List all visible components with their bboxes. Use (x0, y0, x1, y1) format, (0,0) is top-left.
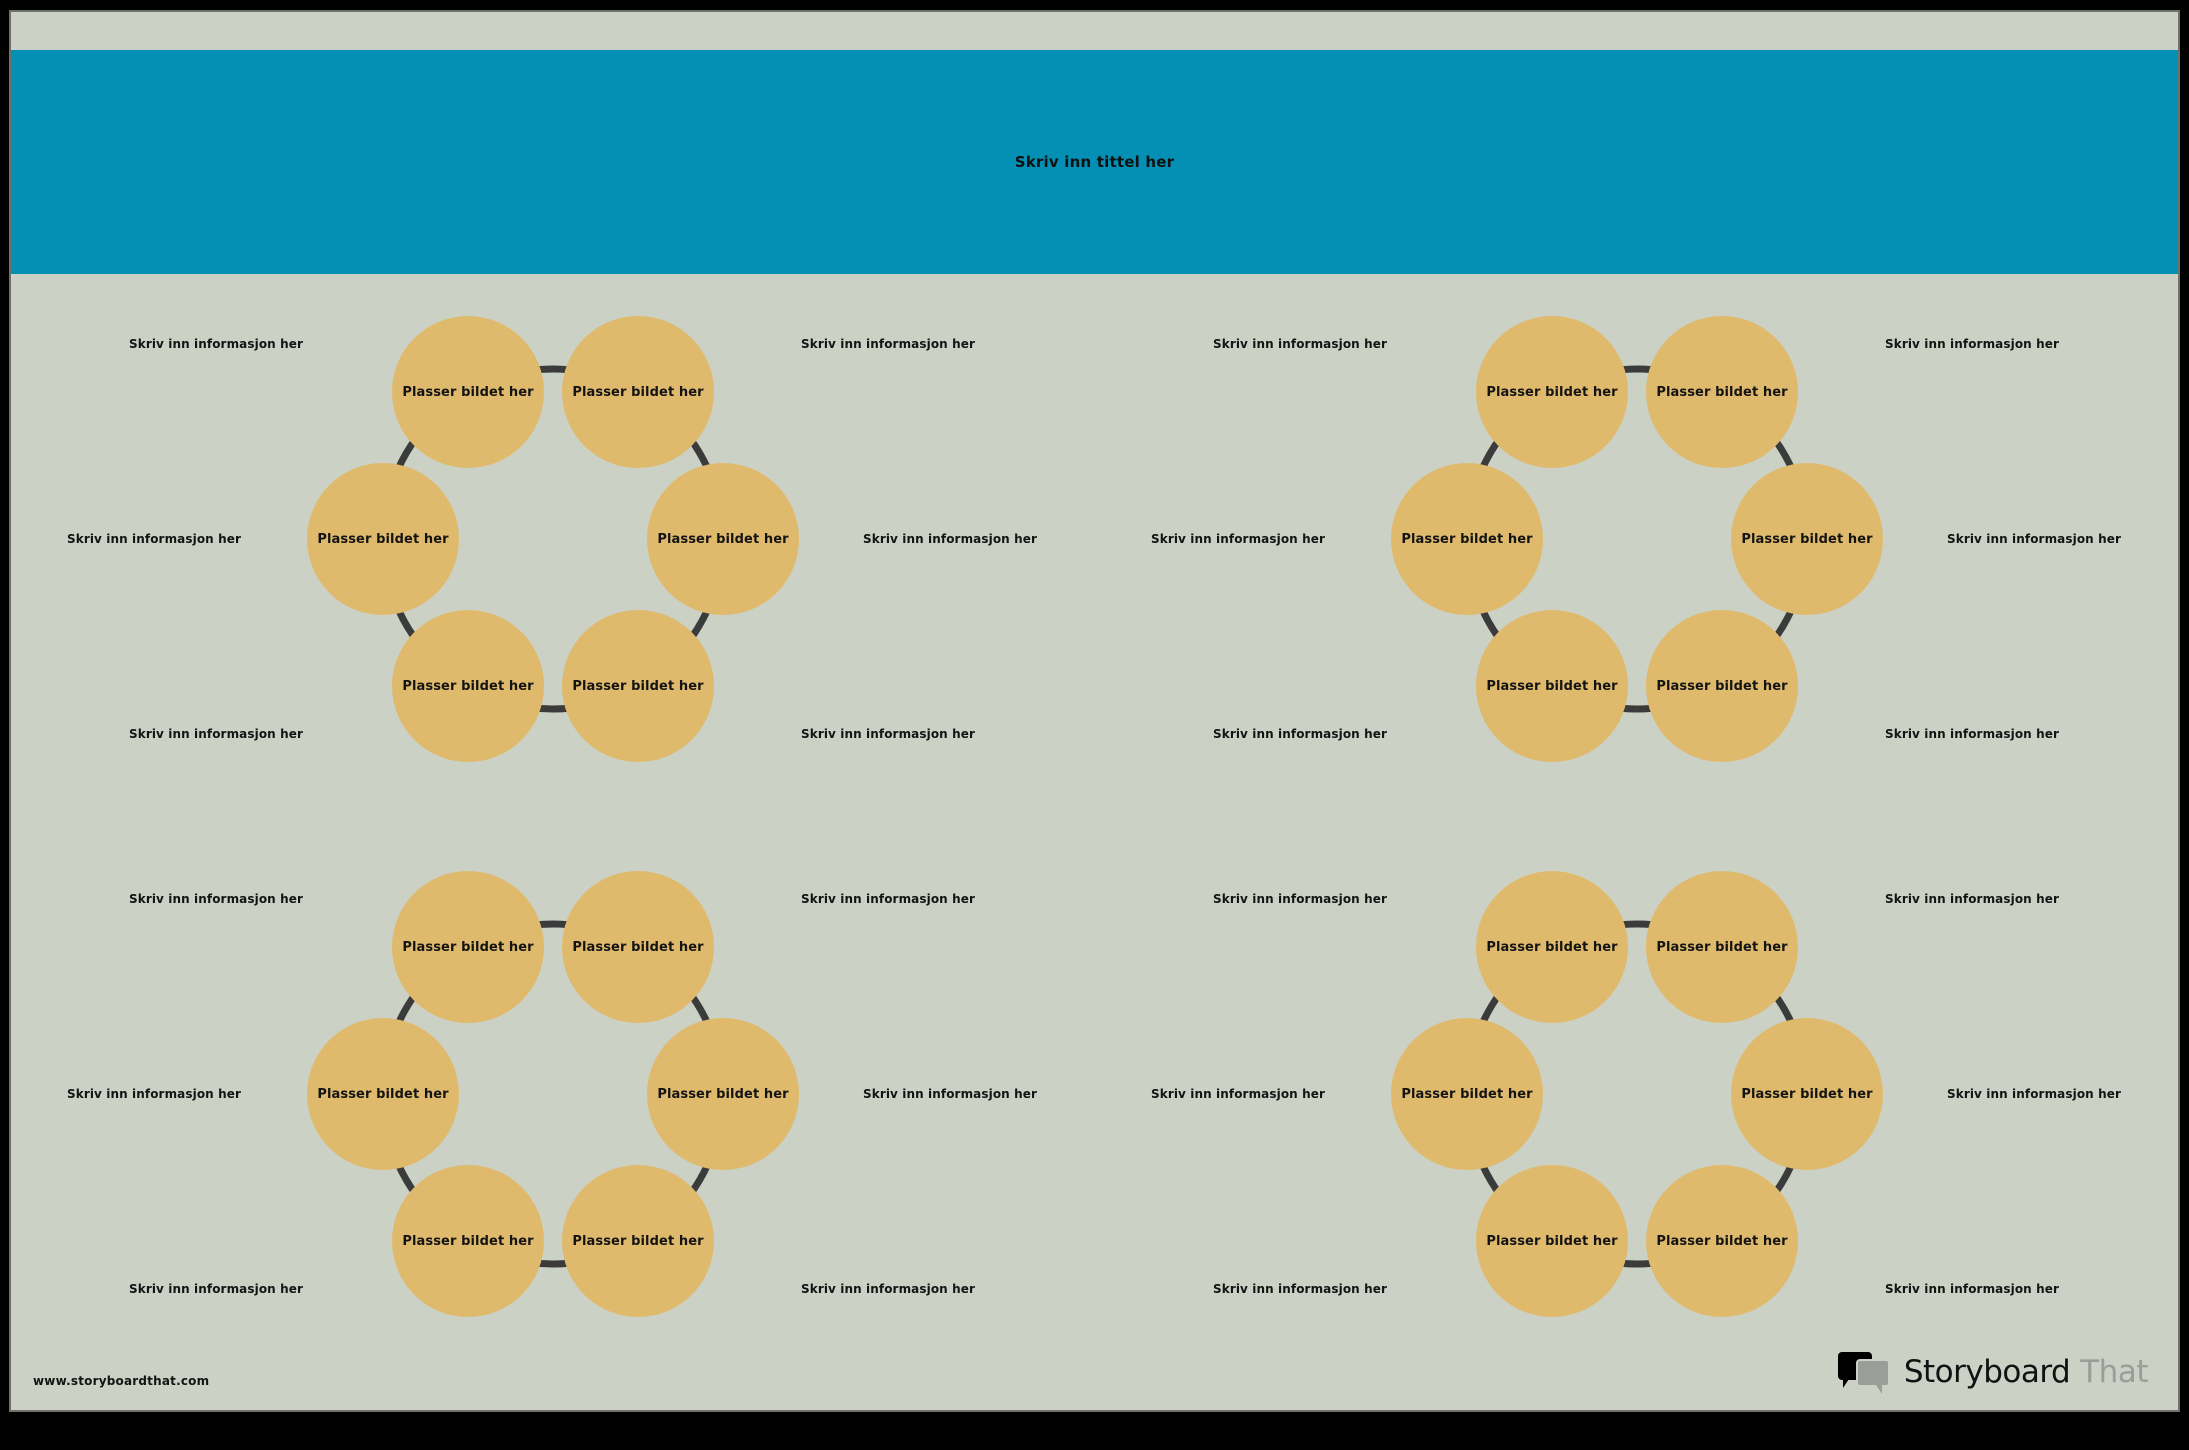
info-caption-left-2[interactable]: Skriv inn informasjon her (1151, 532, 1325, 546)
cycle-diagram-2: Skriv inn informasjon her Skriv inn info… (1095, 274, 2178, 804)
info-caption-right-2[interactable]: Skriv inn informasjon her (1947, 532, 2121, 546)
cycle-node[interactable]: Plasser bildet her (562, 316, 714, 468)
cycle-diagram-3: Skriv inn informasjon her Skriv inn info… (11, 829, 1095, 1359)
cycle-node[interactable]: Plasser bildet her (1391, 1018, 1543, 1170)
cycle-node-label: Plasser bildet her (657, 1086, 789, 1102)
cycle-stage: Plasser bildet her Plasser bildet her Pl… (1391, 316, 1883, 762)
cycle-node-label: Plasser bildet her (402, 939, 534, 955)
cycle-node[interactable]: Plasser bildet her (647, 1018, 799, 1170)
cycle-node-label: Plasser bildet her (402, 678, 534, 694)
info-caption-right-2[interactable]: Skriv inn informasjon her (1947, 1087, 2121, 1101)
info-caption-right-2[interactable]: Skriv inn informasjon her (863, 532, 1037, 546)
cycle-node-label: Plasser bildet her (1656, 678, 1788, 694)
cycle-node[interactable]: Plasser bildet her (1646, 1165, 1798, 1317)
poster-canvas: Skriv inn tittel her Skriv inn informasj… (9, 10, 2180, 1412)
cycle-node[interactable]: Plasser bildet her (392, 316, 544, 468)
cycle-node-label: Plasser bildet her (657, 531, 789, 547)
cycle-node-label: Plasser bildet her (1401, 1086, 1533, 1102)
info-caption-left-1[interactable]: Skriv inn informasjon her (129, 892, 303, 906)
info-caption-left-2[interactable]: Skriv inn informasjon her (1151, 1087, 1325, 1101)
cycle-node-label: Plasser bildet her (1486, 384, 1618, 400)
cycle-node-label: Plasser bildet her (1486, 1233, 1618, 1249)
cycle-node[interactable]: Plasser bildet her (1476, 316, 1628, 468)
cycle-node-label: Plasser bildet her (1741, 1086, 1873, 1102)
cycle-node-label: Plasser bildet her (572, 384, 704, 400)
info-caption-left-3[interactable]: Skriv inn informasjon her (1213, 1282, 1387, 1296)
cycle-node-label: Plasser bildet her (1656, 384, 1788, 400)
cycle-node[interactable]: Plasser bildet her (1731, 463, 1883, 615)
cycle-node-label: Plasser bildet her (317, 1086, 449, 1102)
cycle-node[interactable]: Plasser bildet her (562, 1165, 714, 1317)
cycle-node[interactable]: Plasser bildet her (562, 871, 714, 1023)
cycle-node[interactable]: Plasser bildet her (307, 1018, 459, 1170)
cycle-diagram-1: Skriv inn informasjon her Skriv inn info… (11, 274, 1095, 804)
cycle-node[interactable]: Plasser bildet her (307, 463, 459, 615)
info-caption-right-2[interactable]: Skriv inn informasjon her (863, 1087, 1037, 1101)
info-caption-left-2[interactable]: Skriv inn informasjon her (67, 1087, 241, 1101)
info-caption-right-1[interactable]: Skriv inn informasjon her (801, 337, 975, 351)
cycle-node-label: Plasser bildet her (317, 531, 449, 547)
info-caption-left-1[interactable]: Skriv inn informasjon her (1213, 892, 1387, 906)
info-caption-right-3[interactable]: Skriv inn informasjon her (801, 1282, 975, 1296)
brand-name-secondary: That (2080, 1353, 2148, 1390)
cycle-node-label: Plasser bildet her (572, 678, 704, 694)
cycle-diagram-4: Skriv inn informasjon her Skriv inn info… (1095, 829, 2178, 1359)
cycle-node-label: Plasser bildet her (1401, 531, 1533, 547)
cycle-node-label: Plasser bildet her (1741, 531, 1873, 547)
footer-website-url[interactable]: www.storyboardthat.com (33, 1374, 210, 1388)
info-caption-left-3[interactable]: Skriv inn informasjon her (129, 727, 303, 741)
cycle-node[interactable]: Plasser bildet her (1646, 316, 1798, 468)
cycle-node[interactable]: Plasser bildet her (1646, 610, 1798, 762)
info-caption-left-1[interactable]: Skriv inn informasjon her (1213, 337, 1387, 351)
cycle-node-label: Plasser bildet her (1656, 939, 1788, 955)
info-caption-right-3[interactable]: Skriv inn informasjon her (801, 727, 975, 741)
cycle-stage: Plasser bildet her Plasser bildet her Pl… (1391, 871, 1883, 1317)
cycle-node[interactable]: Plasser bildet her (392, 871, 544, 1023)
info-caption-right-3[interactable]: Skriv inn informasjon her (1885, 727, 2059, 741)
speech-bubbles-icon (1837, 1352, 1894, 1394)
cycle-stage: Plasser bildet her Plasser bildet her Pl… (307, 316, 799, 762)
cycle-node[interactable]: Plasser bildet her (1646, 871, 1798, 1023)
cycle-node[interactable]: Plasser bildet her (1476, 871, 1628, 1023)
cycle-node[interactable]: Plasser bildet her (1391, 463, 1543, 615)
info-caption-right-1[interactable]: Skriv inn informasjon her (1885, 337, 2059, 351)
cycle-node-label: Plasser bildet her (572, 939, 704, 955)
info-caption-left-3[interactable]: Skriv inn informasjon her (1213, 727, 1387, 741)
cycle-node-label: Plasser bildet her (1486, 939, 1618, 955)
cycle-node[interactable]: Plasser bildet her (647, 463, 799, 615)
info-caption-right-1[interactable]: Skriv inn informasjon her (801, 892, 975, 906)
cycle-node-label: Plasser bildet her (572, 1233, 704, 1249)
cycle-node[interactable]: Plasser bildet her (1476, 610, 1628, 762)
cycle-node-label: Plasser bildet her (1486, 678, 1618, 694)
info-caption-left-2[interactable]: Skriv inn informasjon her (67, 532, 241, 546)
cycle-node[interactable]: Plasser bildet her (392, 610, 544, 762)
info-caption-right-1[interactable]: Skriv inn informasjon her (1885, 892, 2059, 906)
cycle-node-label: Plasser bildet her (402, 1233, 534, 1249)
info-caption-right-3[interactable]: Skriv inn informasjon her (1885, 1282, 2059, 1296)
cycle-node-label: Plasser bildet her (1656, 1233, 1788, 1249)
info-caption-left-1[interactable]: Skriv inn informasjon her (129, 337, 303, 351)
cycle-node[interactable]: Plasser bildet her (1476, 1165, 1628, 1317)
title-banner[interactable]: Skriv inn tittel her (11, 50, 2178, 274)
cycle-node[interactable]: Plasser bildet her (392, 1165, 544, 1317)
cycle-node-label: Plasser bildet her (402, 384, 534, 400)
page-title[interactable]: Skriv inn tittel her (1014, 153, 1175, 171)
brand-name-primary: Storyboard (1903, 1353, 2071, 1390)
cycle-node[interactable]: Plasser bildet her (1731, 1018, 1883, 1170)
cycle-diagram-grid: Skriv inn informasjon her Skriv inn info… (11, 274, 2178, 1334)
cycle-stage: Plasser bildet her Plasser bildet her Pl… (307, 871, 799, 1317)
info-caption-left-3[interactable]: Skriv inn informasjon her (129, 1282, 303, 1296)
cycle-node[interactable]: Plasser bildet her (562, 610, 714, 762)
